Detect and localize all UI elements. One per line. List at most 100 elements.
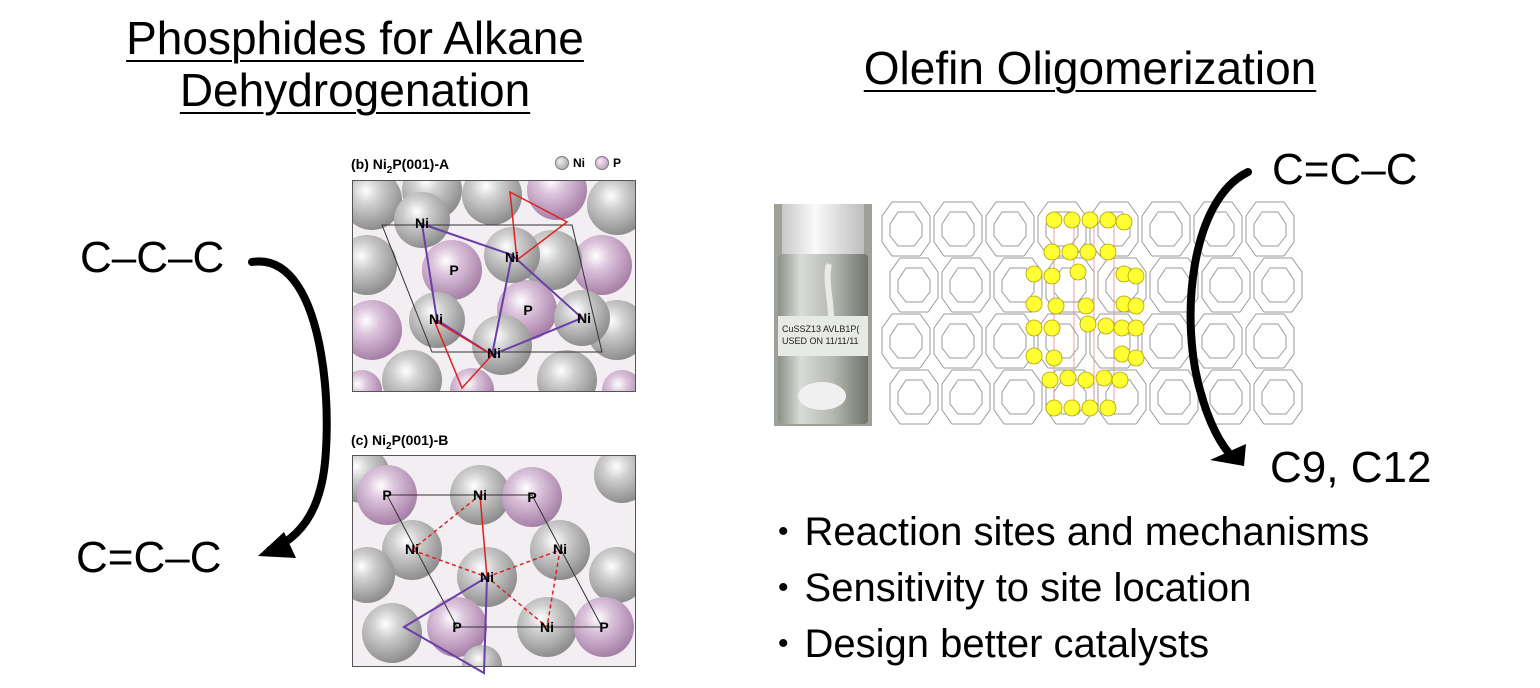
framework-ring	[1261, 267, 1295, 303]
framework-ring	[1209, 379, 1243, 415]
framework-ring	[941, 323, 975, 359]
guest-atom	[1077, 371, 1095, 389]
framework-ring	[1253, 323, 1287, 359]
guest-atom	[1043, 319, 1061, 337]
framework-ring	[897, 379, 931, 415]
guest-atom	[1097, 317, 1115, 335]
guest-atom	[1025, 295, 1043, 313]
framework-cage	[1201, 257, 1251, 313]
vial-label-line2: USED ON 11/11/11	[782, 336, 859, 346]
guest-atom	[1127, 267, 1145, 285]
framework-cage	[1253, 369, 1303, 425]
panel-b-caption-sub: 2	[386, 164, 393, 176]
b-atom-label: Ni	[577, 310, 591, 326]
guest-atom	[1099, 399, 1117, 417]
bullet-item: Sensitivity to site location	[778, 562, 1369, 618]
bullet-item: Reaction sites and mechanisms	[778, 506, 1370, 562]
guest-atom	[1113, 319, 1131, 337]
framework-cage	[1141, 201, 1191, 257]
framework-ring	[1157, 267, 1191, 303]
research-bullets: Reaction sites and mechanisms Sensitivit…	[778, 506, 1370, 674]
panel-c-caption-sub: 2	[386, 440, 392, 452]
bullet-item: Design better catalysts	[778, 618, 1369, 674]
guest-atom	[1045, 399, 1063, 417]
left-product: C=C–C	[76, 533, 222, 582]
b-atom-label: Ni	[487, 345, 501, 361]
framework-ring	[1157, 379, 1191, 415]
p-legend-swatch	[595, 156, 609, 170]
framework-ring	[1105, 379, 1139, 415]
framework-cage	[1253, 257, 1303, 313]
guest-atom	[1061, 243, 1079, 261]
framework-cage	[889, 257, 939, 313]
guest-atom	[1099, 243, 1117, 261]
framework-cage	[1141, 313, 1191, 369]
guest-atom	[1025, 265, 1043, 283]
framework-ring	[1261, 379, 1295, 415]
panel-c-caption: (c) Ni2P(001)-B	[351, 432, 448, 452]
right-reactant: C=C–C	[1272, 145, 1418, 194]
left-heading-line1: Phosphides for Alkane	[126, 12, 584, 64]
guest-atom	[1127, 297, 1145, 315]
right-reaction-arrow	[1186, 168, 1252, 466]
panel-b-caption-prefix: (b) Ni	[351, 156, 387, 172]
left-heading: Phosphides for Alkane Dehydrogenation	[60, 12, 650, 116]
guest-atom	[1063, 399, 1081, 417]
c-atom-label: Ni	[553, 541, 567, 557]
framework-ring	[949, 267, 983, 303]
framework-ring	[993, 323, 1027, 359]
framework-cage	[941, 257, 991, 313]
framework-cage	[1149, 369, 1199, 425]
framework-ring	[1045, 323, 1079, 359]
framework-ring	[1149, 323, 1183, 359]
guest-atom	[1081, 211, 1099, 229]
guest-atom	[1043, 243, 1061, 261]
framework-cage	[1097, 369, 1147, 425]
panel-b-surface: Ni Ni P Ni P Ni Ni	[352, 180, 636, 392]
left-reactant: C–C–C	[80, 233, 225, 282]
left-heading-line2: Dehydrogenation	[179, 64, 531, 116]
guest-atom	[1045, 211, 1063, 229]
guest-atom	[1047, 297, 1065, 315]
guest-atom	[1043, 267, 1061, 285]
c-atom-label: P	[599, 619, 608, 635]
framework-ring	[1001, 379, 1035, 415]
zeolite-framework	[881, 201, 1303, 425]
guest-atom	[1111, 371, 1129, 389]
framework-cage	[933, 313, 983, 369]
framework-ring	[949, 379, 983, 415]
c-atom-label: P	[527, 489, 536, 505]
p-legend-label: P	[613, 156, 622, 170]
catalyst-vial-photo: CuSSZ13 AVLB1P( USED ON 11/11/11	[774, 204, 872, 426]
c-atom-label: Ni	[480, 569, 494, 585]
framework-ring	[1149, 211, 1183, 247]
right-heading: Olefin Oligomerization	[863, 42, 1317, 94]
guest-atom	[1127, 349, 1145, 367]
panel-c-caption-suffix: P(001)-B	[391, 432, 449, 448]
guest-atom	[1069, 263, 1087, 281]
guest-atom	[1115, 213, 1133, 231]
c-atom-label: Ni	[540, 619, 554, 635]
guest-atom	[1095, 369, 1113, 387]
framework-ring	[941, 211, 975, 247]
guest-atom	[1113, 345, 1131, 363]
guest-atom	[1063, 211, 1081, 229]
panel-b-caption: (b) Ni2P(001)-A	[351, 156, 449, 176]
b-atom-label: Ni	[415, 215, 429, 231]
framework-ring	[1253, 211, 1287, 247]
ni-legend-swatch	[555, 156, 569, 170]
framework-cage	[1193, 201, 1243, 257]
framework-ring	[897, 267, 931, 303]
framework-ring	[993, 211, 1027, 247]
guest-atom	[1127, 319, 1145, 337]
panel-b-legend: Ni P	[555, 156, 621, 170]
left-reaction-arrow	[248, 257, 331, 558]
framework-cage	[1245, 313, 1295, 369]
guest-atom	[1079, 243, 1097, 261]
guest-atom	[1077, 297, 1095, 315]
framework-cage	[1089, 313, 1139, 369]
framework-cage	[1245, 201, 1295, 257]
c-atom-label: Ni	[405, 541, 419, 557]
framework-cage	[1037, 313, 1087, 369]
b-atom-label: P	[449, 262, 458, 278]
